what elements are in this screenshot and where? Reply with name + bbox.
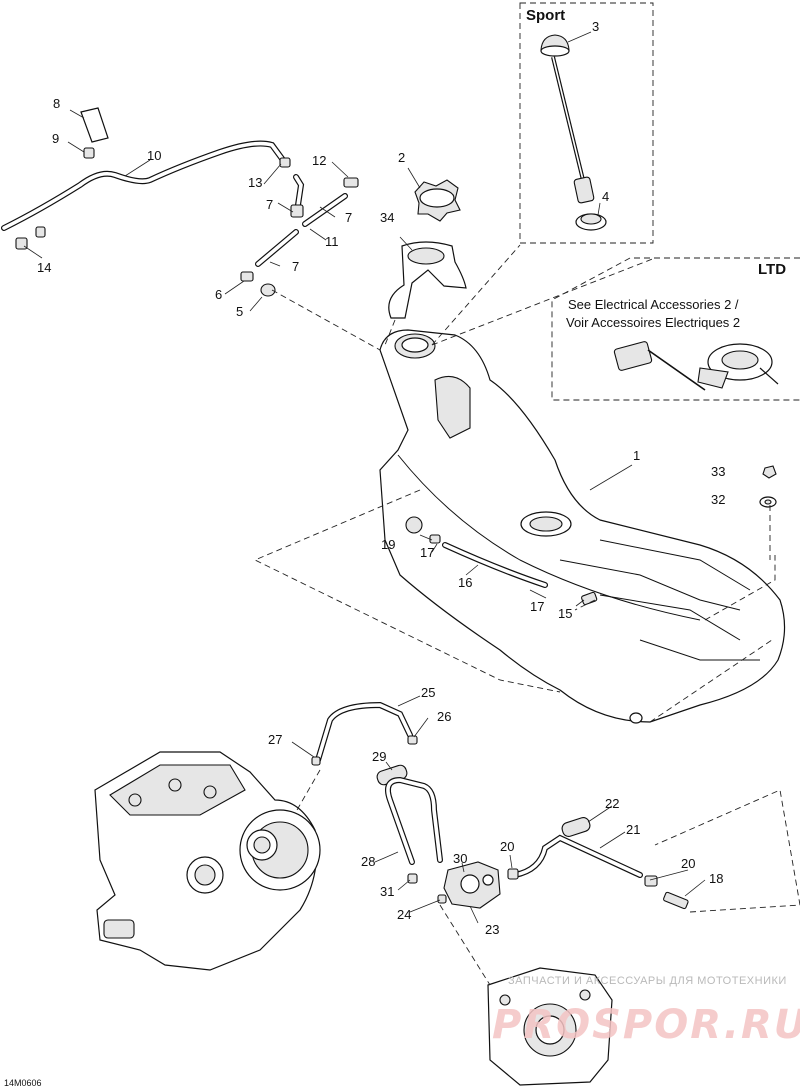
tank-hardware: [759, 465, 777, 508]
callout-28: 28: [361, 854, 375, 869]
callout-27: 27: [268, 732, 282, 747]
sport-box-title: Sport: [526, 7, 565, 24]
ltd-box-title: LTD: [758, 261, 786, 278]
callout-16: 16: [458, 575, 472, 590]
callout-30: 30: [453, 851, 467, 866]
callout-9: 9: [52, 131, 59, 146]
callout-20b: 20: [681, 856, 695, 871]
callout-34: 34: [380, 210, 394, 225]
callout-24: 24: [397, 907, 411, 922]
callout-17b: 17: [530, 599, 544, 614]
callout-8: 8: [53, 96, 60, 111]
watermark-logo: PROSPOR.RU: [492, 1002, 800, 1048]
leader-lines: [23, 31, 706, 924]
fuel-level-sender: [613, 341, 779, 391]
callout-29: 29: [372, 749, 386, 764]
assembly-lines: [253, 244, 800, 986]
callout-19: 19: [381, 537, 395, 552]
callout-21: 21: [626, 822, 640, 837]
callout-23: 23: [485, 922, 499, 937]
watermark-tagline: ЗАПЧАСТИ И АКСЕССУАРЫ ДЛЯ МОТОТЕХНИКИ: [508, 975, 787, 987]
callout-33: 33: [711, 464, 725, 479]
fuel-gauge-grommet: [575, 213, 607, 231]
callout-6: 6: [215, 287, 222, 302]
callout-14: 14: [37, 260, 51, 275]
callout-15: 15: [558, 606, 572, 621]
callout-12: 12: [312, 153, 326, 168]
callout-25: 25: [421, 685, 435, 700]
callout-20a: 20: [500, 839, 514, 854]
callout-2: 2: [398, 150, 405, 165]
fuel-gauge-rod: [540, 34, 595, 204]
callout-17a: 17: [420, 545, 434, 560]
callout-13: 13: [248, 175, 262, 190]
sport-inset-box: Sport: [519, 2, 654, 244]
watermark: ЗАПЧАСТИ И АКСЕССУАРЫ ДЛЯ МОТОТЕХНИКИ PR…: [492, 975, 800, 1048]
ltd-note-line1: See Electrical Accessories 2 /: [568, 297, 739, 312]
callout-31: 31: [380, 884, 394, 899]
callout-11: 11: [325, 234, 339, 249]
crankcase-part: [487, 967, 613, 1086]
ltd-inset-box: LTD See Electrical Accessories 2 / Voir …: [551, 257, 800, 401]
pump-lines: [376, 764, 689, 910]
pulse-hose: [311, 701, 418, 766]
callout-18: 18: [709, 871, 723, 886]
callout-10: 10: [147, 148, 161, 163]
callout-7a: 7: [266, 197, 273, 212]
cap-support-bracket: [388, 241, 467, 319]
callout-26: 26: [437, 709, 451, 724]
callout-7b: 7: [345, 210, 352, 225]
fuel-cap: [414, 179, 461, 222]
callout-4: 4: [602, 189, 609, 204]
ltd-note-line2: Voir Accessoires Electriques 2: [566, 315, 740, 330]
callout-7c: 7: [292, 259, 299, 274]
callout-3: 3: [592, 19, 599, 34]
engine-assembly: [94, 751, 321, 971]
fuel-pump: [443, 861, 501, 909]
callout-32: 32: [711, 492, 725, 507]
document-id: 14M0606: [4, 1078, 42, 1088]
callout-5: 5: [236, 304, 243, 319]
callout-22: 22: [605, 796, 619, 811]
callout-numbers: 1 2 3 4 5 6 7 7 7 8 9 10 11 12 13 14 15 …: [37, 19, 725, 937]
fuel-tank: [379, 329, 786, 724]
callout-1: 1: [633, 448, 640, 463]
